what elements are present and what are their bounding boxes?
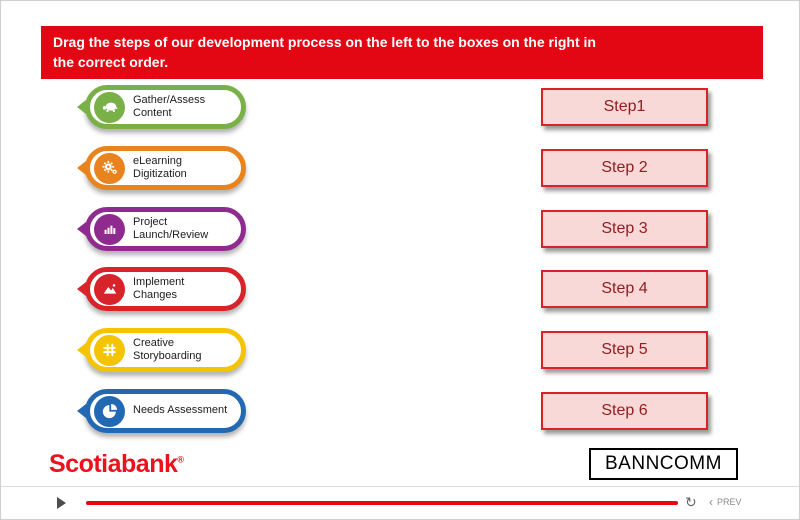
pill-label: Gather/Assess Content [133,93,206,119]
progress-bar[interactable] [86,501,678,505]
dropzone-step-3[interactable]: Step 3 [541,210,708,248]
scotiabank-logo: Scotiabank® [49,450,184,478]
dropzone-step-6[interactable]: Step 6 [541,392,708,430]
registered-mark: ® [177,454,184,465]
gears-icon [94,152,125,184]
hashtag-icon [94,334,125,366]
turtle-icon [94,91,125,123]
player-bar: ↻ ‹ PREV [1,486,799,519]
mountains-icon [94,273,125,305]
pill-project-launch-review[interactable]: Project Launch/Review [85,207,246,251]
chevron-left-icon: ‹ [709,494,713,509]
dropzone-step-2[interactable]: Step 2 [541,149,708,187]
refresh-button[interactable]: ↻ [685,494,697,510]
banncomm-logo: BANNCOMM [589,448,738,480]
pill-label: Needs Assessment [133,404,228,417]
pill-needs-assessment[interactable]: Needs Assessment [85,389,246,433]
prev-button[interactable]: ‹ PREV [709,494,742,509]
dropzone-step-1[interactable]: Step1 [541,88,708,126]
pill-gather-assess-content[interactable]: Gather/Assess Content [85,85,246,129]
dropzone-step-4[interactable]: Step 4 [541,270,708,308]
pill-elearning-digitization[interactable]: eLearning Digitization [85,146,246,190]
pill-label: Implement Changes [133,275,185,301]
pill-label: Creative Storyboarding [133,336,202,362]
pill-label: Project Launch/Review [133,215,209,241]
pill-implement-changes[interactable]: Implement Changes [85,267,246,311]
pill-creative-storyboarding[interactable]: Creative Storyboarding [85,328,246,372]
pill-label: eLearning Digitization [133,154,187,180]
play-button[interactable] [57,497,66,509]
dropzone-step-5[interactable]: Step 5 [541,331,708,369]
prev-label: PREV [717,497,742,507]
instruction-banner: Drag the steps of our development proces… [41,26,763,79]
pie-chart-icon [94,395,125,427]
bar-chart-icon [94,213,125,245]
